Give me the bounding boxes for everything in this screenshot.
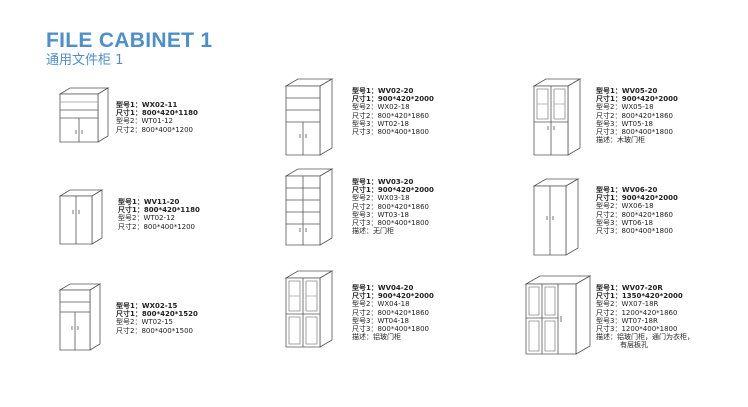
spec-line: 型号3：WT02-18 xyxy=(352,119,410,128)
spec-line: 尺寸1：800*420*1180 xyxy=(118,206,200,215)
spec-line: 型号2：WX07-18R xyxy=(596,300,659,309)
spec-line: 型号3：WT03-18 xyxy=(352,210,410,219)
spec-line: 型号1：WV05-20 xyxy=(596,87,658,95)
spec-line: 型号2：WX06-18 xyxy=(596,202,654,211)
spec-line: 型号1：WV02-20 xyxy=(352,87,414,95)
spec-line: 型号1：WV06-20 xyxy=(596,186,658,194)
spec-line: 尺寸2：800*400*1200 xyxy=(118,222,196,231)
spec-wv06-20: 型号1：WV06-20 尺寸1：900*420*2000 型号2：WX06-18… xyxy=(596,186,678,235)
cabinet-illustration-wx02-11 xyxy=(56,86,114,146)
spec-line: 尺寸2：800*420*1860 xyxy=(596,111,674,120)
spec-line: 尺寸1：900*420*2000 xyxy=(352,95,434,104)
spec-wv11-20: 型号1：WV11-20 尺寸1：800*420*1180 型号2：WT02-12… xyxy=(118,198,200,231)
spec-line: 型号2：WT02-15 xyxy=(116,318,174,327)
spec-wv07-20r: 型号1：WV07-20R 尺寸1：1350*420*2000 型号2：WX07-… xyxy=(596,284,694,350)
spec-line: 尺寸2：800*420*1860 xyxy=(352,202,430,211)
spec-wx02-11: 型号1：WX02-11 尺寸1：800*420*1180 型号2：WT01-12… xyxy=(116,101,198,134)
spec-line: 尺寸1：800*420*1180 xyxy=(116,109,198,118)
spec-line: 型号2：WX03-18 xyxy=(352,194,410,203)
spec-wv03-20: 型号1：WV03-20 尺寸1：900*420*2000 型号2：WX03-18… xyxy=(352,178,434,235)
spec-line: 型号1：WV04-20 xyxy=(352,284,414,292)
cabinet-illustration-wv03-20 xyxy=(282,166,344,248)
spec-line: 型号2：WX04-18 xyxy=(352,300,410,309)
spec-line: 型号3：WT06-18 xyxy=(596,218,654,227)
spec-wv04-20: 型号1：WV04-20 尺寸1：900*420*2000 型号2：WX04-18… xyxy=(352,284,434,341)
spec-line: 尺寸2：800*400*1500 xyxy=(116,326,194,335)
spec-line: 尺寸3：800*400*1800 xyxy=(596,226,674,235)
cabinet-illustration-wv11-20 xyxy=(56,188,114,248)
spec-line: 型号3：WT07-18R xyxy=(596,316,658,325)
spec-line: 尺寸3：800*400*1800 xyxy=(352,127,430,136)
spec-line: 尺寸1：900*420*2000 xyxy=(596,95,678,104)
spec-line: 型号3：WT04-18 xyxy=(352,316,410,325)
cabinet-illustration-wx02-15 xyxy=(56,282,114,354)
cabinet-illustration-wv06-20 xyxy=(530,176,592,258)
spec-line: 尺寸1：900*420*2000 xyxy=(596,194,678,203)
spec-line: 尺寸2：800*420*1860 xyxy=(352,111,430,120)
spec-line: 型号1：WV07-20R xyxy=(596,284,663,292)
page-title: FILE CABINET 1 xyxy=(46,29,213,52)
spec-line: 尺寸2：1200*420*1860 xyxy=(596,308,678,317)
spec-line: 型号3：WT05-18 xyxy=(596,119,654,128)
spec-line: 型号2：WX05-18 xyxy=(596,103,654,112)
spec-line: 描述：木玻门柜 xyxy=(596,136,645,145)
spec-wv05-20: 型号1：WV05-20 尺寸1：900*420*2000 型号2：WX05-18… xyxy=(596,87,678,144)
spec-line: 尺寸1：900*420*2000 xyxy=(352,186,434,195)
spec-line: 尺寸1：800*420*1520 xyxy=(116,310,198,319)
spec-wv02-20: 型号1：WV02-20 尺寸1：900*420*2000 型号2：WX02-18… xyxy=(352,87,434,136)
cabinet-illustration-wv07-20r xyxy=(522,272,596,356)
cabinet-illustration-wv04-20 xyxy=(282,268,344,350)
spec-line: 描述：铝玻门柜 xyxy=(352,333,401,342)
spec-line: 型号1：WV11-20 xyxy=(118,198,180,206)
spec-line: 尺寸2：800*400*1200 xyxy=(116,125,194,134)
spec-line: 尺寸3：1200*400*1800 xyxy=(596,324,678,333)
spec-line: 尺寸2：800*420*1860 xyxy=(596,210,674,219)
spec-line: 型号2：WX02-18 xyxy=(352,103,410,112)
spec-line: 尺寸3：800*400*1800 xyxy=(352,324,430,333)
spec-line: 有层板孔 xyxy=(620,341,648,350)
spec-line: 型号2：WT01-12 xyxy=(116,117,174,126)
spec-line: 尺寸3：800*400*1800 xyxy=(352,218,430,227)
spec-line: 尺寸3：800*400*1800 xyxy=(596,127,674,136)
cabinet-illustration-wv05-20 xyxy=(530,76,592,158)
spec-line: 尺寸2：800*420*1860 xyxy=(352,308,430,317)
cabinet-illustration-wv02-20 xyxy=(282,76,344,158)
spec-line: 型号1：WX02-15 xyxy=(116,302,178,310)
spec-line: 描述：无门柜 xyxy=(352,227,394,236)
spec-line: 尺寸1：900*420*2000 xyxy=(352,292,434,301)
spec-line: 型号1：WX02-11 xyxy=(116,101,178,109)
spec-wx02-15: 型号1：WX02-15 尺寸1：800*420*1520 型号2：WT02-15… xyxy=(116,302,198,335)
spec-line: 描述：铝玻门柜，通门为衣柜， xyxy=(596,333,694,342)
spec-line: 尺寸1：1350*420*2000 xyxy=(596,292,683,301)
spec-line: 型号2：WT02-12 xyxy=(118,214,176,223)
spec-line: 型号1：WV03-20 xyxy=(352,178,414,186)
page-subtitle: 通用文件柜 1 xyxy=(46,53,124,68)
